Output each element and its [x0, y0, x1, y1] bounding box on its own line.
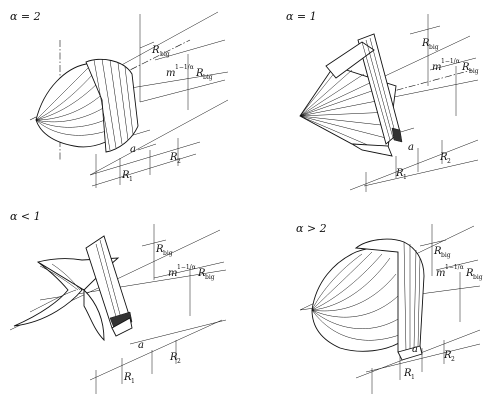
- r2-label: R: [169, 152, 178, 163]
- panel-alpha-greater-2: α > 2: [296, 222, 483, 394]
- r2-subscript: 2: [451, 356, 455, 363]
- alpha-label: α < 1: [10, 210, 41, 223]
- m-label: m: [166, 68, 175, 79]
- a-label: a: [130, 144, 136, 155]
- r1-subscript: 1: [403, 174, 407, 181]
- alpha-label: α > 2: [296, 222, 327, 235]
- ring-band: [85, 58, 139, 153]
- r-big-subscript-2: big: [203, 74, 213, 81]
- r-big-subscript: big: [163, 250, 173, 257]
- ring-band: [354, 238, 425, 361]
- r-big-subscript: big: [160, 51, 170, 58]
- r-big-subscript: big: [429, 44, 439, 51]
- r-big-label-2: R: [197, 268, 206, 279]
- r1-subscript: 1: [129, 176, 133, 183]
- r2-subscript: 2: [177, 158, 181, 165]
- r-big-label-2: R: [461, 62, 470, 73]
- r-big-subscript: big: [441, 252, 451, 259]
- m-exponent: 1−1/α: [177, 264, 196, 271]
- r-big-label-2: R: [195, 68, 204, 79]
- superellipsoid-body: [311, 247, 405, 352]
- r-big-subscript-2: big: [205, 274, 215, 281]
- panel-alpha-less-1: α < 1: [9, 210, 227, 394]
- r-big-subscript-2: big: [469, 68, 479, 75]
- r1-subscript: 1: [131, 378, 135, 385]
- r2-label: R: [439, 152, 448, 163]
- a-label: a: [412, 344, 418, 355]
- r1-label: R: [395, 168, 404, 179]
- r-big-subscript-2: big: [473, 274, 483, 281]
- ring-band: [325, 33, 403, 157]
- a-label: a: [138, 340, 144, 351]
- a-label: a: [408, 142, 414, 153]
- panel-alpha-1: α = 1: [286, 10, 479, 192]
- ring-band: [85, 235, 133, 337]
- r-big-label: R: [421, 38, 430, 49]
- m-label: m: [432, 62, 441, 73]
- m-exponent: 1−1/α: [445, 264, 464, 271]
- m-label: m: [168, 268, 177, 279]
- r-big-label-2: R: [465, 268, 474, 279]
- r-big-label: R: [155, 244, 164, 255]
- r1-label: R: [123, 372, 132, 383]
- r1-label: R: [403, 368, 412, 379]
- m-exponent: 1−1/α: [441, 58, 460, 65]
- alpha-label: α = 2: [10, 10, 41, 23]
- m-exponent: 1−1/α: [175, 64, 194, 71]
- panel-alpha-2: α = 2: [10, 10, 229, 188]
- r1-label: R: [121, 170, 130, 181]
- r-big-label: R: [433, 246, 442, 257]
- alpha-label: α = 1: [286, 10, 317, 23]
- r-big-label: R: [151, 45, 160, 56]
- r1-subscript: 1: [411, 374, 415, 381]
- r2-label: R: [443, 350, 452, 361]
- r2-label: R: [169, 352, 178, 363]
- r2-subscript: 2: [177, 358, 181, 365]
- r2-subscript: 2: [447, 158, 451, 165]
- m-label: m: [436, 268, 445, 279]
